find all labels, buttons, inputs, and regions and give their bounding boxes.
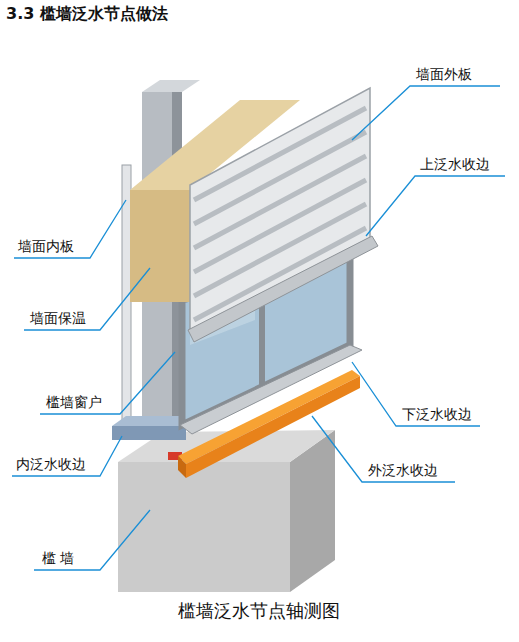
upper-flashing <box>188 236 378 342</box>
outer-flashing-top <box>178 370 360 464</box>
part-label: 槛墙窗户 <box>44 394 104 411</box>
part-label: 内泛水收边 <box>14 456 88 473</box>
corrugation-rib <box>194 132 366 224</box>
part-label: 外泛水收边 <box>366 462 440 479</box>
corrugation-rib <box>194 156 366 248</box>
outer-flashing-end <box>178 456 186 478</box>
figure-caption: 槛墙泛水节点轴测图 <box>178 600 340 622</box>
section-title: 3.3 槛墙泛水节点做法 <box>6 4 168 23</box>
insulation-front <box>130 190 190 302</box>
corrugation-rib <box>194 108 366 200</box>
steel-column-top <box>142 80 200 92</box>
part-label: 槛 墙 <box>40 550 76 567</box>
inner-flashing <box>112 426 186 440</box>
sill-wall-front <box>118 462 290 592</box>
corrugation-rib <box>194 204 366 296</box>
part-label: 下泛水收边 <box>400 406 474 423</box>
part-label: 墙面内板 <box>16 238 76 255</box>
part-label: 上泛水收边 <box>418 156 492 173</box>
outer-flashing-front <box>186 376 360 478</box>
part-label: 墙面外板 <box>414 66 474 83</box>
part-label: 墙面保温 <box>28 310 88 327</box>
leader-lines <box>12 86 505 570</box>
corrugation-rib <box>194 228 366 320</box>
